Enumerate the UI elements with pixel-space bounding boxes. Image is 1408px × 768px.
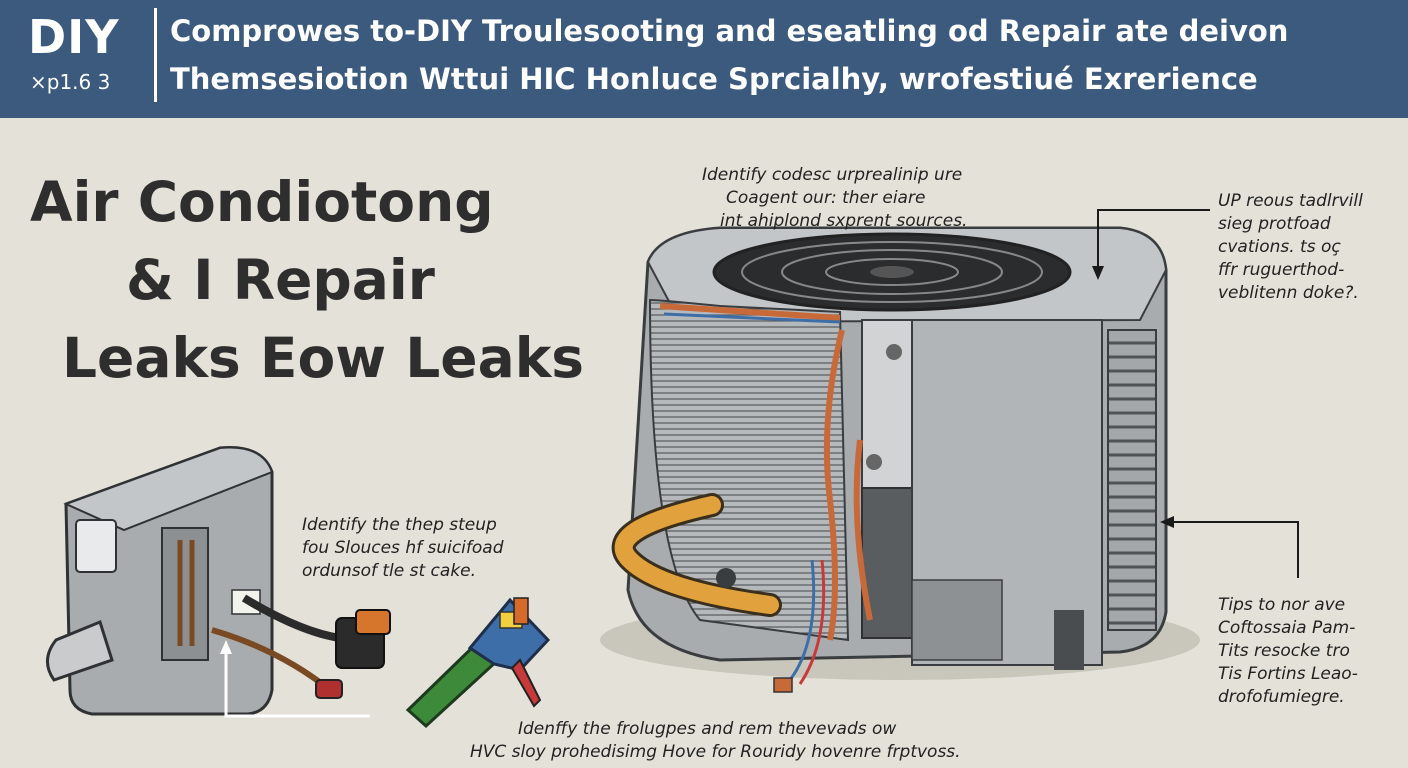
header-divider [154,8,157,102]
main-title-line3: Leaks Eow Leaks [62,326,585,390]
side-vent-grille [1107,329,1157,631]
main-title-line2: & I Repair [126,248,435,312]
gauge-window [75,519,117,573]
callout-top-center: Identify codesc urprealinip ure Coagent … [702,165,968,231]
main-title-line1: Air Condiotong [30,170,494,234]
leak-detector-tool [405,597,551,729]
header-title-line1: Comprowes to-DIY Troulesooting and eseat… [170,14,1289,48]
version-label: ×p1.6 3 [30,70,111,94]
callout-bottom-center: Idenffy the frolugpes and rem thevevads … [470,719,961,762]
callout-left-middle: Identify the thep steup fou Slouces hf s… [302,515,504,581]
callout-bottom-right: Tips to nor ave Coftossaia Pam- Tits res… [1218,595,1358,707]
indoor-unit [46,446,391,716]
diy-logo: DIY [28,10,120,64]
callout-top-right: UP reous tadlrvill sieg protfoad cvation… [1218,191,1363,303]
header-title-line2: Themsesiotion Wttui HIC Honluce Sprcialh… [170,62,1258,96]
ac-condenser-unit [600,226,1200,693]
callout-lines [220,209,1299,718]
insulated-line-set [614,496,779,614]
header-banner: DIY ×p1.6 3 Comprowes to-DIY Troulesooti… [0,0,1408,118]
copper-line [823,329,845,641]
